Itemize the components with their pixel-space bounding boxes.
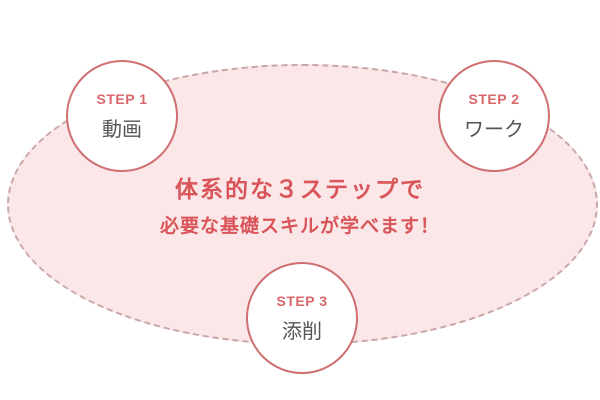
headline-line-1: 体系的な３ステップで xyxy=(175,177,425,203)
headline-line-2: 必要な基礎スキルが学べます！ xyxy=(159,215,440,237)
step-2-name: ワーク xyxy=(464,116,524,141)
step-1-label: STEP 1 xyxy=(96,90,148,107)
step-1-name: 動画 xyxy=(102,116,142,141)
step-2-circle: STEP 2 ワーク xyxy=(438,60,550,172)
step-2-label: STEP 2 xyxy=(468,90,520,107)
step-3-circle: STEP 3 添削 xyxy=(246,262,358,374)
step-1-circle: STEP 1 動画 xyxy=(66,60,178,172)
step-3-name: 添削 xyxy=(282,318,322,343)
step-3-label: STEP 3 xyxy=(276,292,328,309)
